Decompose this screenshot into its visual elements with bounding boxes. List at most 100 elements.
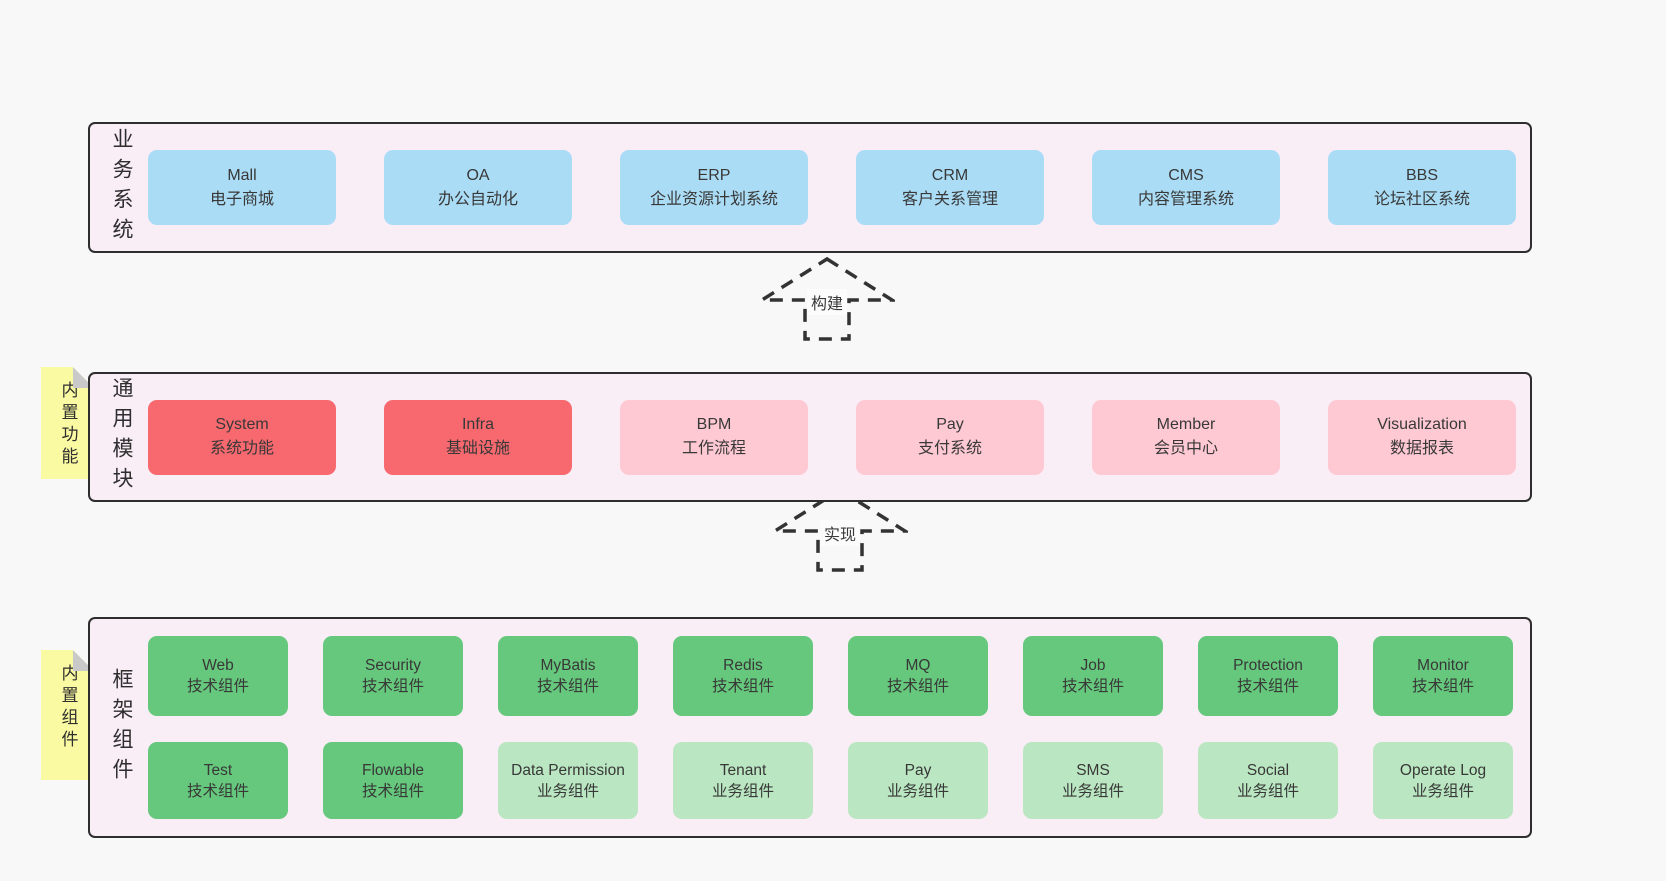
box-desc: 技术组件 (186, 678, 249, 695)
box-desc: 办公自动化 (437, 190, 518, 208)
box-name: Visualization (1377, 416, 1467, 433)
box-name: SMS (1076, 761, 1110, 779)
box-name: MQ (905, 657, 931, 674)
box-desc: 电子商城 (209, 190, 274, 208)
box-name: BPM (696, 416, 732, 433)
up-block-arrow-icon (772, 487, 908, 572)
box-data-permission: Data Permission 业务组件 (498, 742, 638, 819)
box-desc: 业务组件 (886, 782, 949, 800)
panel-common-modules: 通用模块 System 系统功能 Infra 基础设施 BPM 工作流程 Pay… (88, 372, 1532, 502)
box-mall: Mall 电子商城 (148, 150, 336, 225)
components-row-2: Test 技术组件 Flowable 技术组件 Data Permission … (148, 742, 1513, 819)
box-bbs: BBS 论坛社区系统 (1328, 150, 1516, 225)
box-protection: Protection 技术组件 (1198, 636, 1338, 716)
box-pay-component: Pay 业务组件 (848, 742, 988, 819)
panel-label-components: 框架组件 (110, 667, 133, 788)
box-desc: 业务组件 (536, 782, 599, 800)
build-arrow: 构建 (759, 256, 895, 342)
box-desc: 技术组件 (536, 678, 599, 695)
box-cms: CMS 内容管理系统 (1092, 150, 1280, 225)
box-desc: 业务组件 (1411, 782, 1474, 800)
box-desc: 系统功能 (209, 440, 274, 457)
box-name: Web (202, 657, 234, 674)
components-row-1: Web 技术组件 Security 技术组件 MyBatis 技术组件 Redi… (148, 636, 1513, 716)
box-name: MyBatis (540, 657, 596, 674)
box-name: Data Permission (511, 761, 625, 779)
box-name: Pay (936, 416, 964, 433)
box-name: Redis (723, 657, 763, 674)
box-crm: CRM 客户关系管理 (856, 150, 1044, 225)
box-job: Job 技术组件 (1023, 636, 1163, 716)
box-sms: SMS 业务组件 (1023, 742, 1163, 819)
box-name: Social (1246, 761, 1290, 779)
components-grid: Web 技术组件 Security 技术组件 MyBatis 技术组件 Redi… (148, 636, 1513, 819)
box-desc: 业务组件 (1061, 782, 1124, 800)
box-name: Protection (1233, 657, 1303, 674)
box-security: Security 技术组件 (323, 636, 463, 716)
box-name: CMS (1168, 166, 1204, 184)
box-desc: 客户关系管理 (901, 190, 998, 208)
box-name: OA (466, 166, 490, 184)
box-mybatis: MyBatis 技术组件 (498, 636, 638, 716)
box-name: Monitor (1417, 657, 1469, 674)
box-desc: 企业资源计划系统 (649, 190, 778, 208)
panel-framework-components: 框架组件 Web 技术组件 Security 技术组件 MyBatis 技术组件… (88, 617, 1532, 838)
box-desc: 业务组件 (711, 782, 774, 800)
box-name: Tenant (719, 761, 767, 779)
box-desc: 会员中心 (1153, 440, 1218, 457)
box-desc: 技术组件 (711, 678, 774, 695)
panel-label-modules: 通用模块 (110, 377, 133, 497)
box-web: Web 技术组件 (148, 636, 288, 716)
business-boxes-row: Mall 电子商城 OA 办公自动化 ERP 企业资源计划系统 CRM 客户关系… (148, 150, 1516, 225)
box-desc: 工作流程 (681, 440, 746, 457)
box-name: Test (203, 761, 233, 779)
box-monitor: Monitor 技术组件 (1373, 636, 1513, 716)
box-member: Member 会员中心 (1092, 399, 1280, 475)
box-desc: 技术组件 (186, 782, 249, 800)
box-desc: 数据报表 (1389, 440, 1454, 457)
box-tenant: Tenant 业务组件 (673, 742, 813, 819)
modules-boxes-row: System 系统功能 Infra 基础设施 BPM 工作流程 Pay 支付系统… (148, 399, 1516, 475)
box-name: BBS (1405, 166, 1438, 184)
box-name: Job (1080, 657, 1106, 674)
box-name: Infra (461, 416, 494, 433)
box-mq: MQ 技术组件 (848, 636, 988, 716)
box-name: Operate Log (1399, 761, 1487, 779)
build-arrow-label: 构建 (806, 289, 848, 315)
box-operate-log: Operate Log 业务组件 (1373, 742, 1513, 819)
box-desc: 基础设施 (445, 440, 510, 457)
box-desc: 技术组件 (1411, 678, 1474, 695)
box-desc: 业务组件 (1236, 782, 1299, 800)
box-desc: 技术组件 (1061, 678, 1124, 695)
box-name: Security (365, 657, 421, 674)
implement-arrow-label: 实现 (819, 520, 861, 546)
box-bpm: BPM 工作流程 (620, 399, 808, 475)
box-desc: 内容管理系统 (1137, 190, 1234, 208)
box-name: Mall (227, 166, 257, 184)
box-desc: 技术组件 (361, 678, 424, 695)
box-name: System (215, 416, 269, 433)
box-oa: OA 办公自动化 (384, 150, 572, 225)
box-flowable: Flowable 技术组件 (323, 742, 463, 819)
box-desc: 技术组件 (1236, 678, 1299, 695)
box-name: ERP (697, 166, 731, 184)
box-name: Member (1156, 416, 1216, 433)
box-desc: 支付系统 (917, 440, 982, 457)
panel-label-business: 业务系统 (110, 127, 133, 248)
box-social: Social 业务组件 (1198, 742, 1338, 819)
box-name: CRM (931, 166, 969, 184)
note-builtin-functions: 内置功能 (41, 367, 94, 479)
up-block-arrow-icon (759, 256, 895, 341)
box-name: Pay (904, 761, 932, 779)
box-erp: ERP 企业资源计划系统 (620, 150, 808, 225)
box-visualization: Visualization 数据报表 (1328, 399, 1516, 475)
box-name: Flowable (361, 761, 425, 779)
box-desc: 技术组件 (886, 678, 949, 695)
implement-arrow: 实现 (772, 487, 908, 573)
note-builtin-components: 内置组件 (41, 650, 94, 780)
box-test: Test 技术组件 (148, 742, 288, 819)
panel-business-systems: 业务系统 Mall 电子商城 OA 办公自动化 ERP 企业资源计划系统 CRM… (88, 122, 1532, 253)
note-text: 内置组件 (58, 664, 78, 752)
box-infra: Infra 基础设施 (384, 399, 572, 475)
